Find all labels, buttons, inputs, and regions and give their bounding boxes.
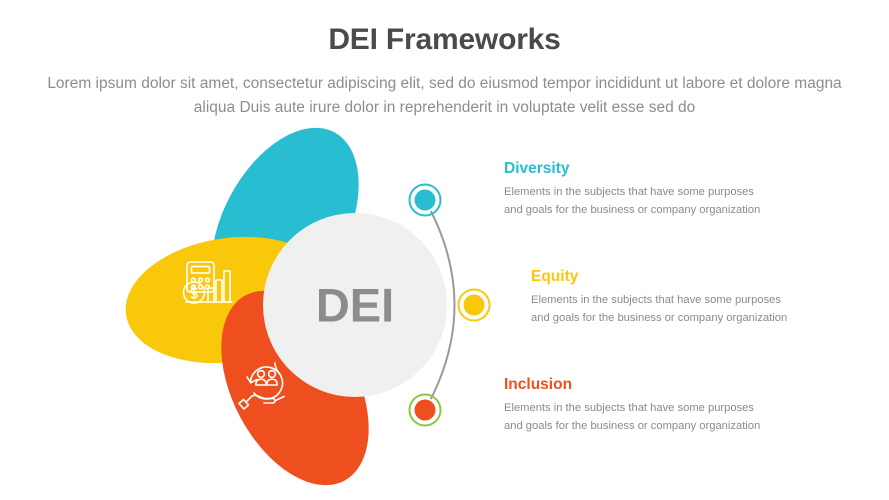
diagram-canvas: DEI: [125, 127, 491, 486]
info-block-equity[interactable]: Equity Elements in the subjects that hav…: [531, 268, 801, 327]
header: DEI Frameworks Lorem ipsum dolor sit ame…: [0, 0, 889, 120]
center-circle-shape: [263, 213, 447, 397]
center-circle-label: DEI: [316, 279, 394, 332]
people-support-hand-icon: [238, 362, 285, 410]
info-title-inclusion: Inclusion: [504, 376, 573, 393]
info-title-equity: Equity: [531, 268, 579, 285]
page-subtitle: Lorem ipsum dolor sit amet, consectetur …: [47, 75, 842, 117]
node-equity[interactable]: [457, 288, 491, 322]
page-title: DEI Frameworks: [328, 23, 561, 56]
info-description-inclusion: Elements in the subjects that have some …: [504, 401, 761, 432]
info-description-equity: Elements in the subjects that have some …: [531, 293, 788, 324]
dei-diagram: DEI Diversity Elements in the subjects t…: [0, 120, 889, 500]
node-diversity[interactable]: [408, 183, 442, 217]
connector-arc: [424, 199, 456, 411]
node-inclusion[interactable]: [408, 393, 442, 427]
info-block-diversity[interactable]: Diversity Elements in the subjects that …: [504, 160, 774, 219]
info-title-diversity: Diversity: [504, 160, 570, 177]
info-description-diversity: Elements in the subjects that have some …: [504, 185, 761, 216]
center-circle[interactable]: DEI: [263, 213, 447, 397]
calculator-finance-icon: [182, 261, 233, 304]
info-block-inclusion[interactable]: Inclusion Elements in the subjects that …: [504, 376, 774, 435]
